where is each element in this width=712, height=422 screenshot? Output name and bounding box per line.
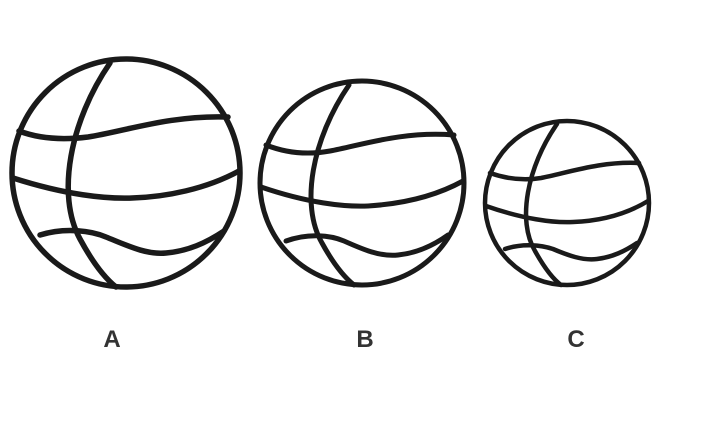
basketball-b-label: B (356, 326, 373, 353)
basketball-c-seam-vertical (523, 121, 564, 288)
basketball-b-seam-vertical (308, 82, 357, 288)
basketball-b-outline (257, 78, 467, 288)
basketball-b-seam-lower (283, 232, 451, 258)
basketball-b-seam-middle (258, 178, 466, 209)
basketball-a-seam-middle (10, 168, 242, 201)
basketball-a-seam-vertical (65, 60, 119, 290)
basketball-a: A (9, 56, 243, 353)
basketball-a-seam-upper (16, 114, 231, 142)
basketball-c-label: C (567, 326, 584, 353)
basketball-c: C (482, 118, 652, 353)
basketball-c-seam-upper (487, 160, 642, 182)
basketball-a-label: A (103, 326, 120, 353)
basketball-a-seam-lower (37, 227, 227, 256)
basketball-a-outline (9, 56, 243, 290)
basketball-b: B (257, 78, 467, 353)
basketball-c-outline (482, 118, 652, 288)
basketball-b-seam-upper (263, 131, 457, 156)
basketball-c-seam-lower (502, 240, 640, 262)
basketball-c-seam-middle (483, 198, 651, 225)
